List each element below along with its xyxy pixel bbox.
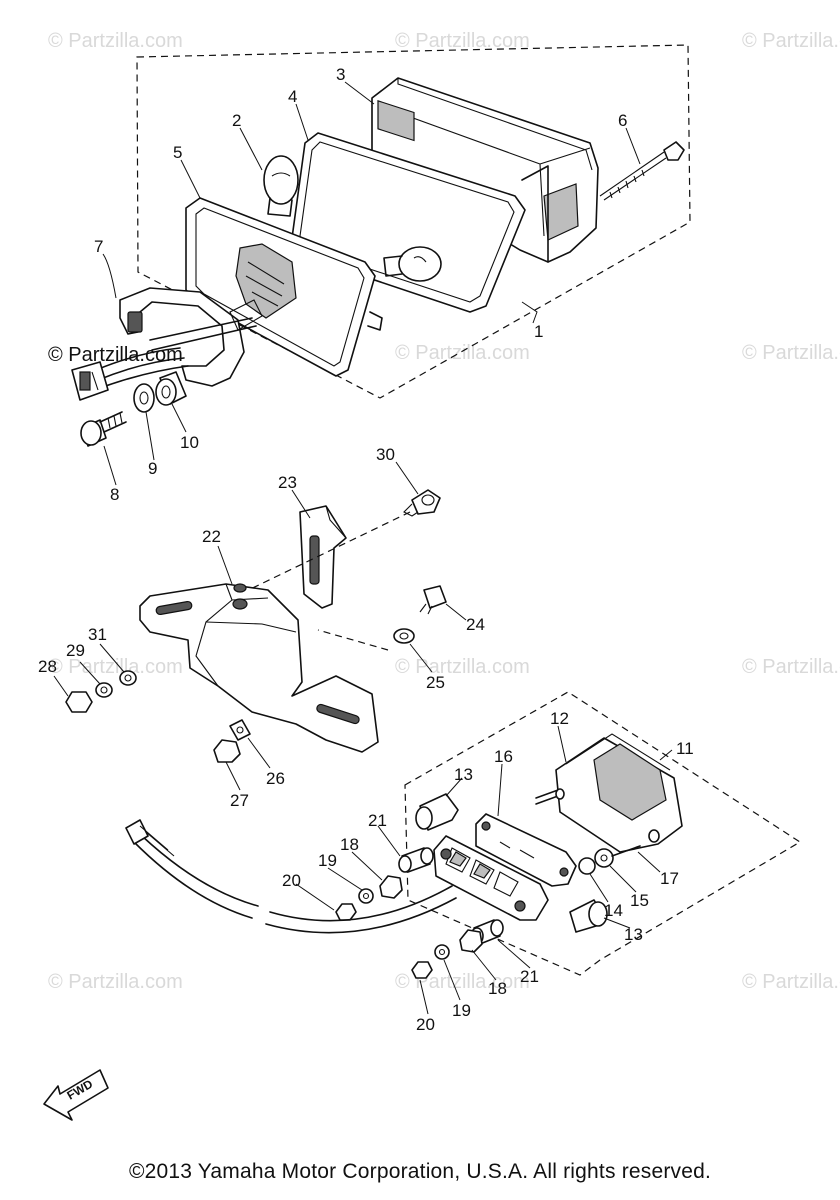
forward-arrow-icon: FWD (43, 1069, 109, 1121)
screw-6 (599, 141, 685, 201)
callout-16: 16 (494, 747, 513, 766)
license-light-wire (125, 819, 457, 934)
grommet-10 (155, 371, 187, 406)
callout-18: 18 (340, 835, 359, 854)
callout-4: 4 (288, 87, 297, 106)
callout-labels: 1 2 3 4 5 6 7 8 9 10 11 12 13 13 14 15 1… (38, 65, 694, 1034)
washer-14 (578, 857, 596, 875)
washer-29 (95, 682, 113, 698)
washer-25 (393, 628, 415, 644)
watermark: © Partzilla.com (48, 656, 183, 678)
callout-31: 31 (88, 625, 107, 644)
callout-29: 29 (66, 641, 85, 660)
washer-19-upper (358, 888, 374, 904)
group-boundary-upper (136, 44, 691, 399)
washer-26 (229, 719, 251, 741)
callout-17: 17 (660, 869, 679, 888)
collar-9 (133, 383, 155, 413)
callout-1: 1 (534, 322, 543, 341)
nut-28 (65, 691, 93, 713)
copyright-notice: ©2013 Yamaha Motor Corporation, U.S.A. A… (128, 1160, 712, 1183)
washer-19-lower (434, 944, 450, 960)
watermark: © Partzilla.com (742, 342, 840, 364)
callout-20: 20 (282, 871, 301, 890)
alignment-line (317, 629, 389, 651)
tail-light-assembly (71, 44, 691, 447)
license-light-lens (433, 835, 549, 921)
callout-10: 10 (180, 433, 199, 452)
bulb-13-upper (415, 793, 459, 831)
callout-5: 5 (173, 143, 182, 162)
screw-8 (80, 411, 127, 447)
license-light-base (475, 813, 577, 887)
callout-14: 14 (604, 901, 623, 920)
callout-19: 19 (452, 1001, 471, 1020)
callout-24: 24 (466, 615, 485, 634)
tail-light-base (185, 197, 383, 377)
watermark: © Partzilla.com (395, 656, 530, 678)
watermark: © Partzilla.com (48, 971, 183, 993)
watermark: © Partzilla.com (395, 971, 530, 993)
callout-20: 20 (416, 1015, 435, 1034)
callout-8: 8 (110, 485, 119, 504)
nut-20-lower (411, 961, 433, 979)
group-boundary-lower (404, 691, 802, 976)
callout-21: 21 (368, 811, 387, 830)
nut-27 (213, 739, 241, 763)
callout-19: 19 (318, 851, 337, 870)
callout-3: 3 (336, 65, 345, 84)
license-light-housing (535, 733, 683, 853)
leader-lines (53, 81, 673, 1015)
watermark: © Partzilla.com (395, 30, 530, 52)
license-light-assembly (125, 691, 802, 979)
callout-18: 18 (488, 979, 507, 998)
watermark: © Partzilla.com (742, 971, 840, 993)
callout-13: 13 (454, 765, 473, 784)
nut-20-upper (335, 903, 357, 921)
callout-22: 22 (202, 527, 221, 546)
alignment-line (235, 511, 411, 597)
callout-27: 27 (230, 791, 249, 810)
callout-15: 15 (630, 891, 649, 910)
watermark-dark: © Partzilla.com (48, 344, 183, 366)
watermark: © Partzilla.com (742, 656, 840, 678)
bulb-13-lower (569, 899, 608, 933)
callout-28: 28 (38, 657, 57, 676)
washer-15 (594, 848, 614, 868)
callout-7: 7 (94, 237, 103, 256)
nut-18-lower (459, 929, 483, 953)
watermark: © Partzilla.com (48, 30, 183, 52)
bulb-side (383, 246, 442, 282)
nut-18-upper (379, 875, 403, 899)
spacer-21-upper (398, 847, 434, 873)
callout-21: 21 (520, 967, 539, 986)
screw-17 (611, 845, 641, 857)
callout-9: 9 (148, 459, 157, 478)
license-bracket-assembly (65, 489, 447, 763)
watermark: © Partzilla.com (742, 30, 840, 52)
license-bracket-22 (139, 583, 379, 753)
callout-23: 23 (278, 473, 297, 492)
callout-26: 26 (266, 769, 285, 788)
bulb-upper (263, 155, 299, 217)
callout-11: 11 (676, 739, 694, 758)
callout-13: 13 (624, 925, 643, 944)
callout-25: 25 (426, 673, 445, 692)
light-bracket (71, 287, 263, 401)
plate-23 (299, 505, 347, 609)
bolt-30 (403, 489, 441, 517)
washer-31 (119, 670, 137, 686)
watermarks: © Partzilla.com © Partzilla.com © Partzi… (48, 30, 840, 993)
watermark: © Partzilla.com (395, 342, 530, 364)
callout-30: 30 (376, 445, 395, 464)
callout-12: 12 (550, 709, 569, 728)
bolt-24 (419, 585, 447, 615)
callout-2: 2 (232, 111, 241, 130)
callout-6: 6 (618, 111, 627, 130)
